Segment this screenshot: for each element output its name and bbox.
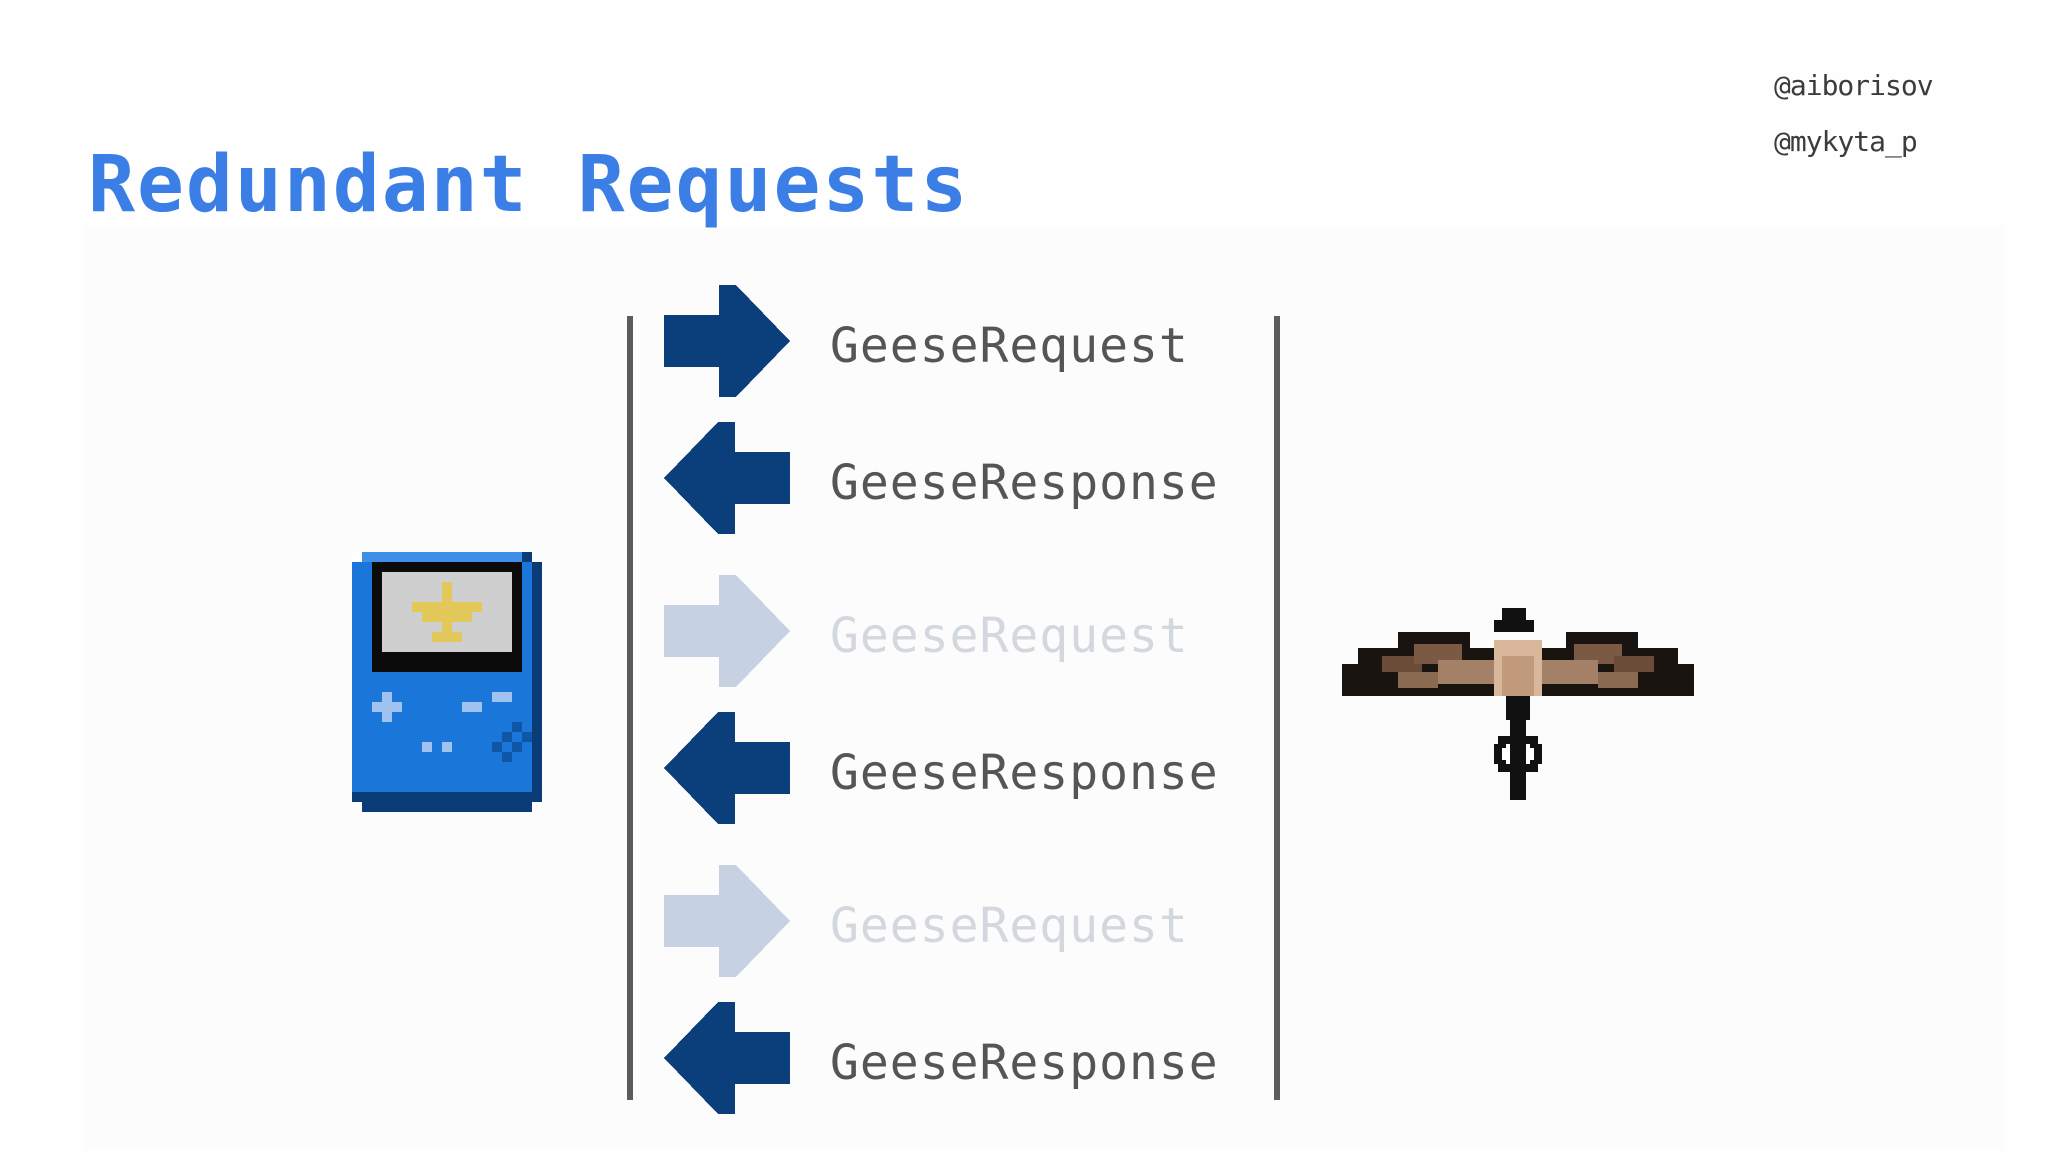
message-label: GeeseResponse — [830, 455, 1219, 511]
author-handle: @mykyta_p — [1774, 125, 1918, 158]
arrow-right-icon — [664, 575, 790, 687]
server-lifeline — [1274, 316, 1280, 1100]
arrow-right-icon — [664, 865, 790, 977]
client-lifeline — [627, 316, 633, 1100]
message-label: GeeseRequest — [830, 898, 1189, 954]
message-label: GeeseRequest — [830, 608, 1189, 664]
author-handle: @aiborisov — [1774, 69, 1934, 102]
message-label: GeeseRequest — [830, 318, 1189, 374]
message-label: GeeseResponse — [830, 745, 1219, 801]
airplane-icon — [412, 582, 482, 642]
message-label: GeeseResponse — [830, 1035, 1219, 1091]
flying-goose-icon — [1342, 608, 1694, 800]
arrow-left-icon — [664, 712, 790, 824]
arrow-left-icon — [664, 422, 790, 534]
author-handles: @aiborisov @mykyta_p — [1774, 58, 1934, 170]
handheld-game-console-icon — [352, 552, 542, 812]
arrow-right-icon — [664, 285, 790, 397]
arrow-left-icon — [664, 1002, 790, 1114]
slide-title: Redundant Requests — [88, 140, 970, 230]
